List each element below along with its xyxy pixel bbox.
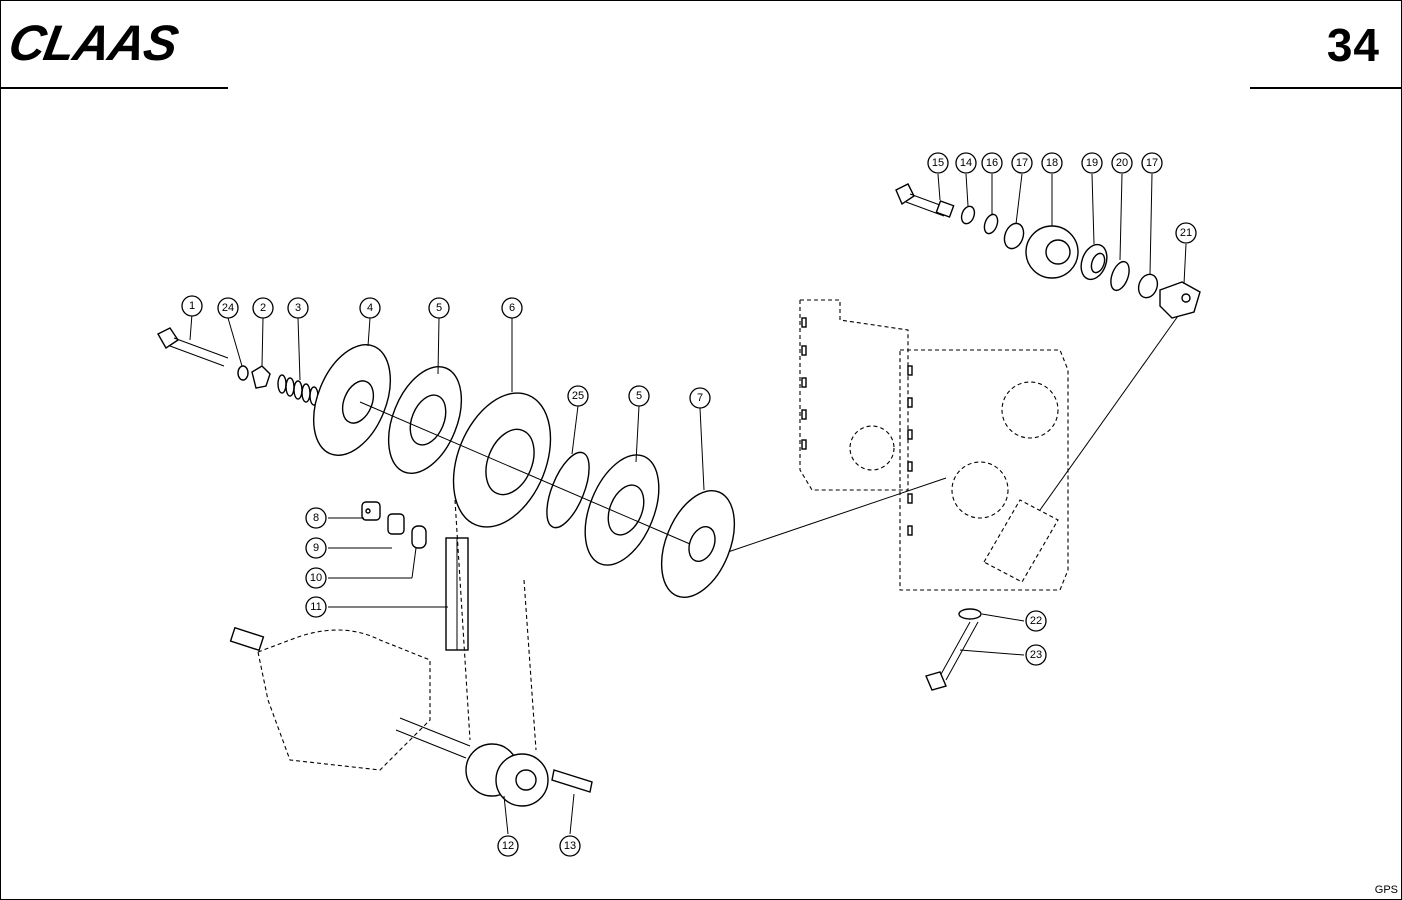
bolt-15 bbox=[895, 183, 955, 218]
key-13 bbox=[551, 769, 593, 793]
callout-label: 11 bbox=[310, 601, 321, 613]
callout-label: 20 bbox=[1116, 157, 1128, 169]
callout-label: 9 bbox=[313, 542, 319, 554]
callout-label: 5 bbox=[636, 390, 642, 402]
nut-2 bbox=[251, 365, 271, 389]
callout-12: 12 bbox=[497, 835, 519, 857]
callout-14: 14 bbox=[955, 152, 977, 174]
header-rule-right bbox=[1250, 87, 1402, 89]
ring-25 bbox=[546, 451, 590, 529]
callout-label: 7 bbox=[697, 392, 703, 404]
callout-label: 22 bbox=[1030, 615, 1042, 627]
chain-link-9 bbox=[387, 513, 405, 535]
callout-label: 3 bbox=[295, 302, 301, 314]
callout-7: 7 bbox=[689, 387, 711, 409]
callout-5b: 5 bbox=[628, 385, 650, 407]
sprocket-12 bbox=[465, 743, 549, 807]
callout-label: 8 bbox=[313, 512, 319, 524]
callout-2: 2 bbox=[252, 297, 274, 319]
washer-14 bbox=[960, 205, 976, 225]
callout-label: 21 bbox=[1180, 227, 1192, 239]
callout-22: 22 bbox=[1025, 610, 1047, 632]
claas-logo: CLAAS bbox=[6, 18, 234, 66]
callout-20: 20 bbox=[1111, 152, 1133, 174]
spring-3 bbox=[277, 374, 319, 406]
callout-label: 17 bbox=[1146, 157, 1158, 169]
block-21 bbox=[1159, 281, 1201, 319]
chain-clip-10 bbox=[411, 525, 427, 549]
leader-lines bbox=[189, 173, 1187, 835]
callout-5a: 5 bbox=[428, 297, 450, 319]
callout-label: 1 bbox=[189, 300, 195, 312]
friction-disc-5b bbox=[584, 454, 660, 566]
callout-11: 11 bbox=[305, 596, 327, 618]
footer-code: GPS bbox=[1374, 884, 1398, 896]
callout-9: 9 bbox=[305, 537, 327, 559]
callout-label: 13 bbox=[564, 840, 576, 852]
washer-24 bbox=[237, 365, 249, 381]
page-number: 34 bbox=[1326, 19, 1380, 71]
assembly-line-7 bbox=[727, 477, 947, 553]
hub-flange-7 bbox=[660, 490, 736, 598]
callout-label: 12 bbox=[502, 840, 514, 852]
callout-13: 13 bbox=[559, 835, 581, 857]
callout-10: 10 bbox=[305, 567, 327, 589]
callout-17b: 17 bbox=[1141, 152, 1163, 174]
chain-link-8 bbox=[361, 501, 381, 521]
assembly-line-21 bbox=[1039, 315, 1179, 511]
bolt-23 bbox=[925, 621, 979, 691]
bushing-17a bbox=[1003, 222, 1025, 250]
callout-16: 16 bbox=[981, 152, 1003, 174]
callout-1: 1 bbox=[181, 295, 203, 317]
callout-label: 15 bbox=[932, 157, 944, 169]
svg-text:CLAAS: CLAAS bbox=[6, 18, 183, 66]
callout-6: 6 bbox=[501, 297, 523, 319]
header-rule-left bbox=[0, 87, 228, 89]
pressure-plate-4 bbox=[313, 344, 391, 456]
sprocket-6 bbox=[452, 392, 552, 528]
callout-15: 15 bbox=[927, 152, 949, 174]
callout-label: 25 bbox=[572, 390, 584, 402]
callout-8: 8 bbox=[305, 507, 327, 529]
gearbox-housing bbox=[229, 626, 471, 771]
callout-label: 2 bbox=[260, 302, 266, 314]
callout-17a: 17 bbox=[1011, 152, 1033, 174]
callout-21: 21 bbox=[1175, 222, 1197, 244]
callout-25: 25 bbox=[567, 385, 589, 407]
callout-23: 23 bbox=[1025, 644, 1047, 666]
sprocket-18 bbox=[1025, 225, 1079, 279]
bolt-1 bbox=[157, 327, 229, 367]
callout-24: 24 bbox=[217, 297, 239, 319]
callout-label: 4 bbox=[367, 302, 373, 314]
bushing-17b bbox=[1137, 273, 1159, 299]
callout-18: 18 bbox=[1041, 152, 1063, 174]
frame-holes bbox=[801, 317, 913, 536]
callout-label: 5 bbox=[436, 302, 442, 314]
callout-label: 19 bbox=[1086, 157, 1098, 169]
circlip-20 bbox=[1110, 260, 1130, 292]
assembly-line-center bbox=[359, 401, 691, 545]
ring-16 bbox=[983, 213, 999, 235]
washer-22 bbox=[958, 608, 982, 620]
callout-label: 18 bbox=[1046, 157, 1058, 169]
callout-4: 4 bbox=[359, 297, 381, 319]
frame-plate bbox=[799, 299, 1069, 591]
callout-3: 3 bbox=[287, 297, 309, 319]
callout-label: 24 bbox=[222, 302, 234, 314]
callout-label: 16 bbox=[986, 157, 998, 169]
bearing-19 bbox=[1080, 243, 1108, 281]
callout-label: 14 bbox=[960, 157, 972, 169]
chain-11 bbox=[445, 537, 469, 651]
chain-loop bbox=[454, 499, 537, 751]
friction-disc-5a bbox=[387, 366, 463, 474]
callout-label: 10 bbox=[310, 572, 322, 584]
callout-label: 6 bbox=[509, 302, 515, 314]
callout-19: 19 bbox=[1081, 152, 1103, 174]
callout-label: 23 bbox=[1030, 649, 1042, 661]
callout-label: 17 bbox=[1016, 157, 1028, 169]
